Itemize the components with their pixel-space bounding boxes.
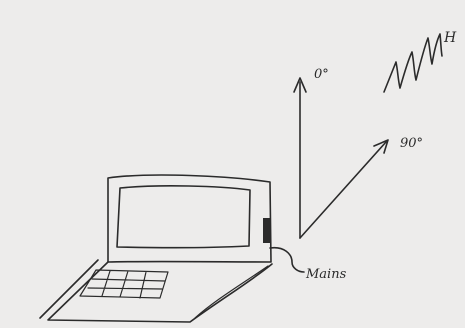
laptop-base-left-edge bbox=[40, 260, 98, 318]
angle-0-label: 0° bbox=[314, 67, 329, 82]
wave-label: H bbox=[443, 30, 457, 46]
laptop-side-port bbox=[263, 218, 270, 243]
axis-90-degrees bbox=[300, 140, 388, 238]
wave-squiggle bbox=[384, 34, 442, 92]
laptop-screen bbox=[117, 186, 250, 248]
mains-cable bbox=[270, 248, 304, 272]
laptop-lid-outline bbox=[108, 175, 271, 262]
laptop-keyboard bbox=[80, 270, 168, 298]
mains-label: Mains bbox=[305, 267, 347, 282]
laptop bbox=[40, 175, 272, 322]
angle-90-label: 90° bbox=[400, 136, 423, 151]
laptop-base-outline bbox=[48, 262, 272, 322]
axis-0-degrees bbox=[294, 78, 306, 238]
